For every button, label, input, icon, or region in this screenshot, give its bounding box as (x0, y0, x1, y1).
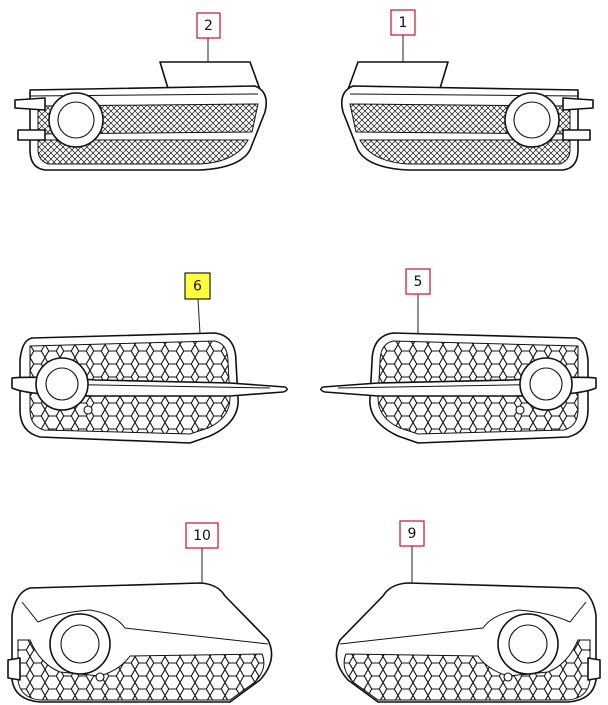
leader-lines (197, 35, 419, 584)
callout-label: 2 (204, 18, 213, 34)
callout-part-2[interactable]: 2 (196, 12, 221, 39)
part-10-cover-grille-left[interactable] (7, 582, 273, 703)
part-2-mesh-grille-left[interactable] (14, 61, 268, 171)
callout-part-9[interactable]: 9 (399, 520, 425, 547)
callout-label: 5 (414, 274, 423, 290)
callout-label: 10 (193, 528, 211, 544)
part-1-mesh-grille-right[interactable] (340, 61, 594, 171)
part-9-cover-grille-right[interactable] (335, 582, 601, 703)
part-6-honeycomb-grille-left[interactable] (11, 332, 288, 444)
callout-label: 9 (408, 526, 417, 542)
callout-label: 6 (193, 279, 202, 295)
part-5-honeycomb-grille-right[interactable] (320, 332, 597, 444)
leader-part-6 (197, 298, 201, 335)
callout-part-6[interactable]: 6 (184, 272, 211, 300)
callout-part-10[interactable]: 10 (185, 522, 219, 549)
callout-part-5[interactable]: 5 (405, 268, 431, 295)
callout-label: 1 (399, 15, 408, 31)
callout-part-1[interactable]: 1 (390, 9, 416, 36)
